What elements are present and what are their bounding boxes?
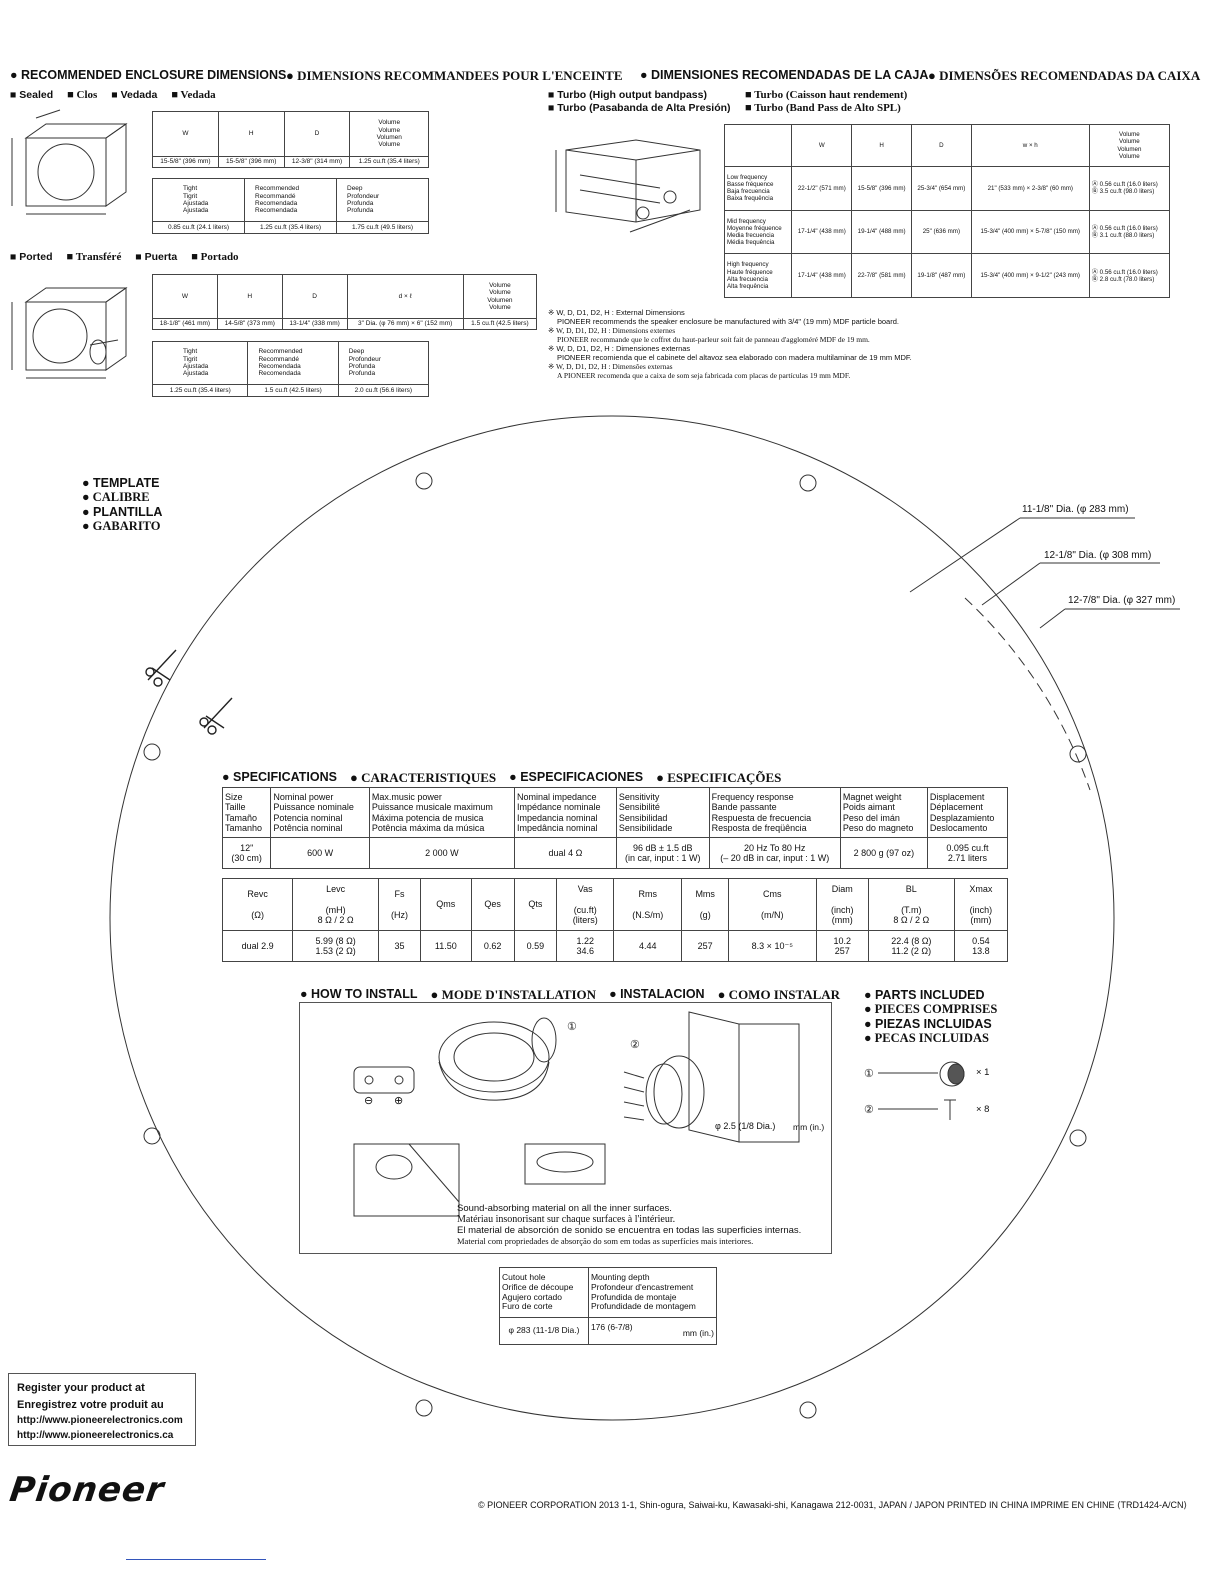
turbo-label-es: ■ Turbo (Pasabanda de Alta Presión) <box>548 102 731 114</box>
header-es: ● DIMENSIONES RECOMENDADAS DE LA CAJA <box>640 68 929 82</box>
terminal-minus: ⊖ <box>364 1095 374 1107</box>
bottom-rule <box>126 1559 266 1560</box>
turbo-label-pt: ■ Turbo (Band Pass de Alto SPL) <box>745 102 901 114</box>
dim-label-283: 11-1/8" Dia. (φ 283 mm) <box>1022 504 1129 515</box>
part-1-qty: × 1 <box>976 1067 990 1078</box>
register-link-ca[interactable]: http://www.pioneerelectronics.ca <box>17 1430 174 1441</box>
part-2-qty: × 8 <box>976 1104 990 1115</box>
terminal-plus: ⊕ <box>394 1095 404 1107</box>
screw-diameter: φ 2.5 (1/8 Dia.) <box>715 1121 776 1131</box>
install-illustration-box <box>299 1002 832 1254</box>
turbo-notes: ※ W, D, D1, D2, H : External Dimensions … <box>548 308 912 380</box>
turbo-box-drawing <box>555 139 701 233</box>
absorb-note: Sound-absorbing material on all the inne… <box>457 1203 802 1246</box>
cutout-circle <box>109 415 1115 1421</box>
specs-table-2: Revc (Ω) Levc (mH) 8 Ω / 2 Ω Fs (Hz) Qms… <box>221 878 1009 962</box>
footer-text: © PIONEER CORPORATION 2013 1-1, Shin-ogu… <box>478 1500 1188 1510</box>
template-title: ● TEMPLATE ● CALIBRE ● PLANTILLA ● GABAR… <box>82 476 163 534</box>
part-1-num: ① <box>864 1068 874 1080</box>
dim-label-308: 12-1/8" Dia. (φ 308 mm) <box>1044 550 1152 561</box>
part-2-num: ② <box>864 1104 874 1116</box>
callout-2: ② <box>630 1039 640 1051</box>
ported-labels: ■ Ported ■ Transféré ■ Puerta ■ Portado <box>10 251 239 263</box>
parts-headers: ● PARTS INCLUDED ● PIECES COMPRISES ● PI… <box>864 988 998 1046</box>
turbo-label-en: ■ Turbo (High output bandpass) <box>548 89 707 101</box>
ported-box-drawing <box>11 287 128 379</box>
header-pt: ● DIMENSÕES RECOMENDADAS DA CAIXA <box>928 68 1201 83</box>
header-en: ● RECOMMENDED ENCLOSURE DIMENSIONS <box>10 68 287 82</box>
pioneer-logo: Pioneer <box>7 1470 167 1510</box>
header-fr: ● DIMENSIONS RECOMMANDEES POUR L'ENCEINT… <box>286 68 623 83</box>
sealed-box-drawing <box>11 109 128 215</box>
specs-headers: ● SPECIFICATIONS ● CARACTERISTIQUES ● ES… <box>222 770 782 785</box>
cutout-table: Cutout hole Orifice de découpe Agujero c… <box>499 1267 718 1345</box>
scissors-icon <box>145 649 233 735</box>
callout-1: ① <box>567 1021 577 1033</box>
install-headers: ● HOW TO INSTALL ● MODE D'INSTALLATION ●… <box>300 987 841 1002</box>
dim-label-327: 12-7/8" Dia. (φ 327 mm) <box>1068 595 1176 606</box>
turbo-label-fr: ■ Turbo (Caisson haut rendement) <box>745 89 908 101</box>
mounting-holes <box>143 472 1087 1419</box>
register-link-com[interactable]: http://www.pioneerelectronics.com <box>17 1415 183 1426</box>
parts-drawing <box>878 1061 965 1120</box>
specs-table-1: Size Taille Tamaño Tamanho Nominal power… <box>221 787 1009 869</box>
dashed-arc <box>964 597 1091 791</box>
register-box: Register your product at Enregistrez vot… <box>8 1373 196 1446</box>
install-illustrations <box>353 1011 800 1217</box>
sealed-labels: ■ Sealed ■ Clos ■ Vedada ■ Vedada <box>10 89 216 101</box>
install-unit: mm (in.) <box>793 1122 825 1132</box>
